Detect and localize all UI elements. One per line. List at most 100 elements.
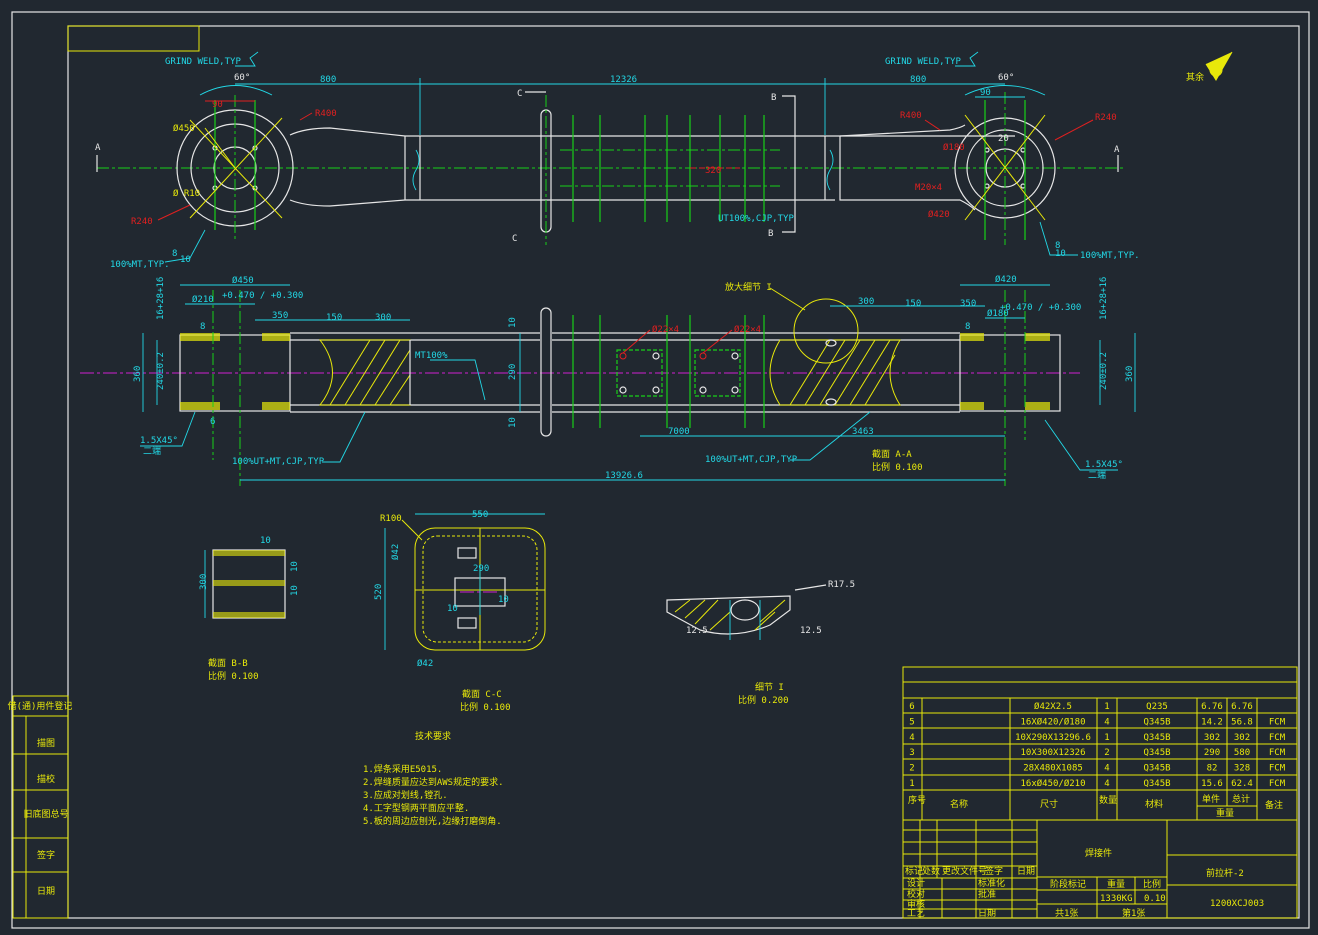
weld-bar <box>960 333 984 341</box>
dim-360-left: 360 <box>133 366 143 382</box>
tb-weight-label: 重量 <box>1107 878 1125 890</box>
weld-bar <box>180 333 220 341</box>
dim-10-top: 10 <box>508 317 518 328</box>
angle-right: 60° <box>998 73 1014 83</box>
bom-cell-material: Q345B <box>1143 764 1170 774</box>
cc-d42-bottom: Ø42 <box>417 658 433 669</box>
bom-cell-qty: 4 <box>1104 779 1109 789</box>
dim-10-bottom: 10 <box>508 417 518 428</box>
section-mark-b-bottom: B <box>768 229 773 239</box>
tech-note: 1.焊条采用E5015. <box>363 763 442 775</box>
dim-90-left: 90 <box>212 100 223 110</box>
bom-cell-unit-wt: 15.6 <box>1201 779 1223 789</box>
strip-label: 日期 <box>37 886 55 897</box>
tb-design: 设计 <box>907 877 925 889</box>
dim-d180-tol: +0.470 / +0.300 <box>1000 303 1081 313</box>
tb-date: 日期 <box>1017 866 1035 877</box>
bom-header-note: 备注 <box>1265 799 1283 811</box>
tech-note: 3.应成对划线,镗孔. <box>363 789 448 801</box>
section-mark-a-right: A <box>1114 145 1120 155</box>
bom-cell-material: Q235 <box>1146 702 1168 712</box>
tb-date-label: 日期 <box>978 908 996 919</box>
tb-drawing-no: 1200XCJ003 <box>1210 899 1264 909</box>
front-view: 放大细节 I Ø450 Ø210 +0.470 / +0.300 Ø420 Ø1… <box>80 274 1136 486</box>
detail-dim-125-right: 12.5 <box>800 626 822 636</box>
dim-total: 13926.6 <box>605 471 643 481</box>
section-cc-title: 截面 C-C <box>462 688 502 700</box>
dim-7000: 7000 <box>668 427 690 437</box>
dim-16-left: 16+28+16 <box>156 277 166 320</box>
bom-cell-qty: 1 <box>1104 733 1109 743</box>
bom-cell-unit-wt: 290 <box>1204 748 1220 758</box>
section-bb-title: 截面 B-B <box>208 657 248 669</box>
bb-dim-10-top: 10 <box>260 536 271 546</box>
dim-20: 20 <box>998 134 1009 144</box>
bom-cell-spec: 16XØ420/Ø180 <box>1020 716 1085 727</box>
bom-cell-unit-wt: 6.76 <box>1201 702 1223 712</box>
bom-cell-no: 1 <box>909 779 914 789</box>
weld-8-right: 8 <box>1055 241 1060 251</box>
strip-label: 签字 <box>37 849 55 861</box>
label-d450: Ø450 <box>173 123 195 134</box>
inner-frame <box>67 25 1300 919</box>
dim-3463: 3463 <box>852 427 874 437</box>
section-bb: 300 10 10 10 截面 B-B 比例 0.100 <box>199 536 300 682</box>
cc-dim-10a: 10 <box>447 604 458 614</box>
cc-dim-10b: 10 <box>498 595 509 605</box>
detail-dim-125-left: 12.5 <box>686 626 708 636</box>
tb-drawing-title: 焊接件 <box>1085 847 1112 859</box>
tb-approve: 审核 <box>907 898 925 910</box>
dim-300-left: 300 <box>375 313 391 323</box>
section-mark-a-left: A <box>95 143 101 153</box>
bom-cell-material: Q345B <box>1143 779 1170 789</box>
bom-cell-spec: 28X480X1085 <box>1023 764 1083 774</box>
dim-d180-front: Ø180 <box>987 308 1009 319</box>
dim-350-right: 350 <box>960 299 976 309</box>
tb-part-name: 前拉杆-2 <box>1206 867 1244 879</box>
bom-cell-total-wt: 62.4 <box>1231 779 1253 789</box>
section-cc: 550 R100 520 Ø42 Ø42 290 10 10 截面 C-C 比例… <box>374 510 546 713</box>
tb-count: 处数 <box>922 865 940 877</box>
bom-cell-no: 6 <box>909 702 914 712</box>
bom-cell-qty: 2 <box>1104 748 1109 758</box>
bom-cell-note: FCM <box>1269 717 1286 727</box>
top-view: A A C C B B 800 12326 800 GRIND WELD,TYP… <box>95 51 1233 270</box>
angle-left: 60° <box>234 73 250 83</box>
section-bb-scale: 比例 0.100 <box>208 670 259 682</box>
chamfer-left-note: 二端 <box>143 445 161 457</box>
bom-header-material: 材料 <box>1145 798 1163 810</box>
section-aa-scale: 比例 0.100 <box>872 461 923 473</box>
tb-standardize: 标准化 <box>978 877 1005 889</box>
dim-240-right: 240±0.2 <box>1099 352 1109 390</box>
corner-label-box <box>67 25 200 52</box>
tb-weight: 1330KG <box>1100 894 1133 904</box>
bb-dim-10-right2: 10 <box>290 585 300 596</box>
tech-notes: 技术要求 1.焊条采用E5015. 2.焊缝质量应达到AWS规定的要求. 3.应… <box>363 730 504 827</box>
tb-check: 校对 <box>907 888 925 900</box>
bom-cell-qty: 4 <box>1104 764 1109 774</box>
cc-r100: R100 <box>380 514 402 524</box>
weld-bar <box>1025 402 1050 410</box>
chamfer-right-note: 二端 <box>1088 469 1106 481</box>
bom-cell-material: Q345B <box>1143 733 1170 743</box>
chamfer-left: 1.5X45° <box>140 436 178 446</box>
label-d180: Ø180 <box>943 142 965 153</box>
bb-dim-10-right: 10 <box>290 561 300 572</box>
tech-note: 2.焊缝质量应达到AWS规定的要求. <box>363 776 504 788</box>
bom-cell-total-wt: 56.8 <box>1231 717 1253 727</box>
dim-350-left: 350 <box>272 311 288 321</box>
bom-cell-no: 2 <box>909 764 914 774</box>
bom-header-weight: 重量 <box>1216 807 1234 819</box>
bom-cell-total-wt: 580 <box>1234 748 1250 758</box>
bom-header-name: 名称 <box>950 798 968 810</box>
weld-8-left: 8 <box>172 249 177 259</box>
section-aa-title: 截面 A-A <box>872 448 912 460</box>
weld-bar <box>1025 333 1050 341</box>
tb-scale: 0.10 <box>1144 894 1166 904</box>
mt-note: MT100% <box>415 351 448 361</box>
detail-i-label: 放大细节 I <box>725 281 772 293</box>
bom-cell-qty: 1 <box>1104 702 1109 712</box>
bom-cell-unit-wt: 14.2 <box>1201 717 1223 727</box>
bom-cell-note: FCM <box>1269 748 1286 758</box>
